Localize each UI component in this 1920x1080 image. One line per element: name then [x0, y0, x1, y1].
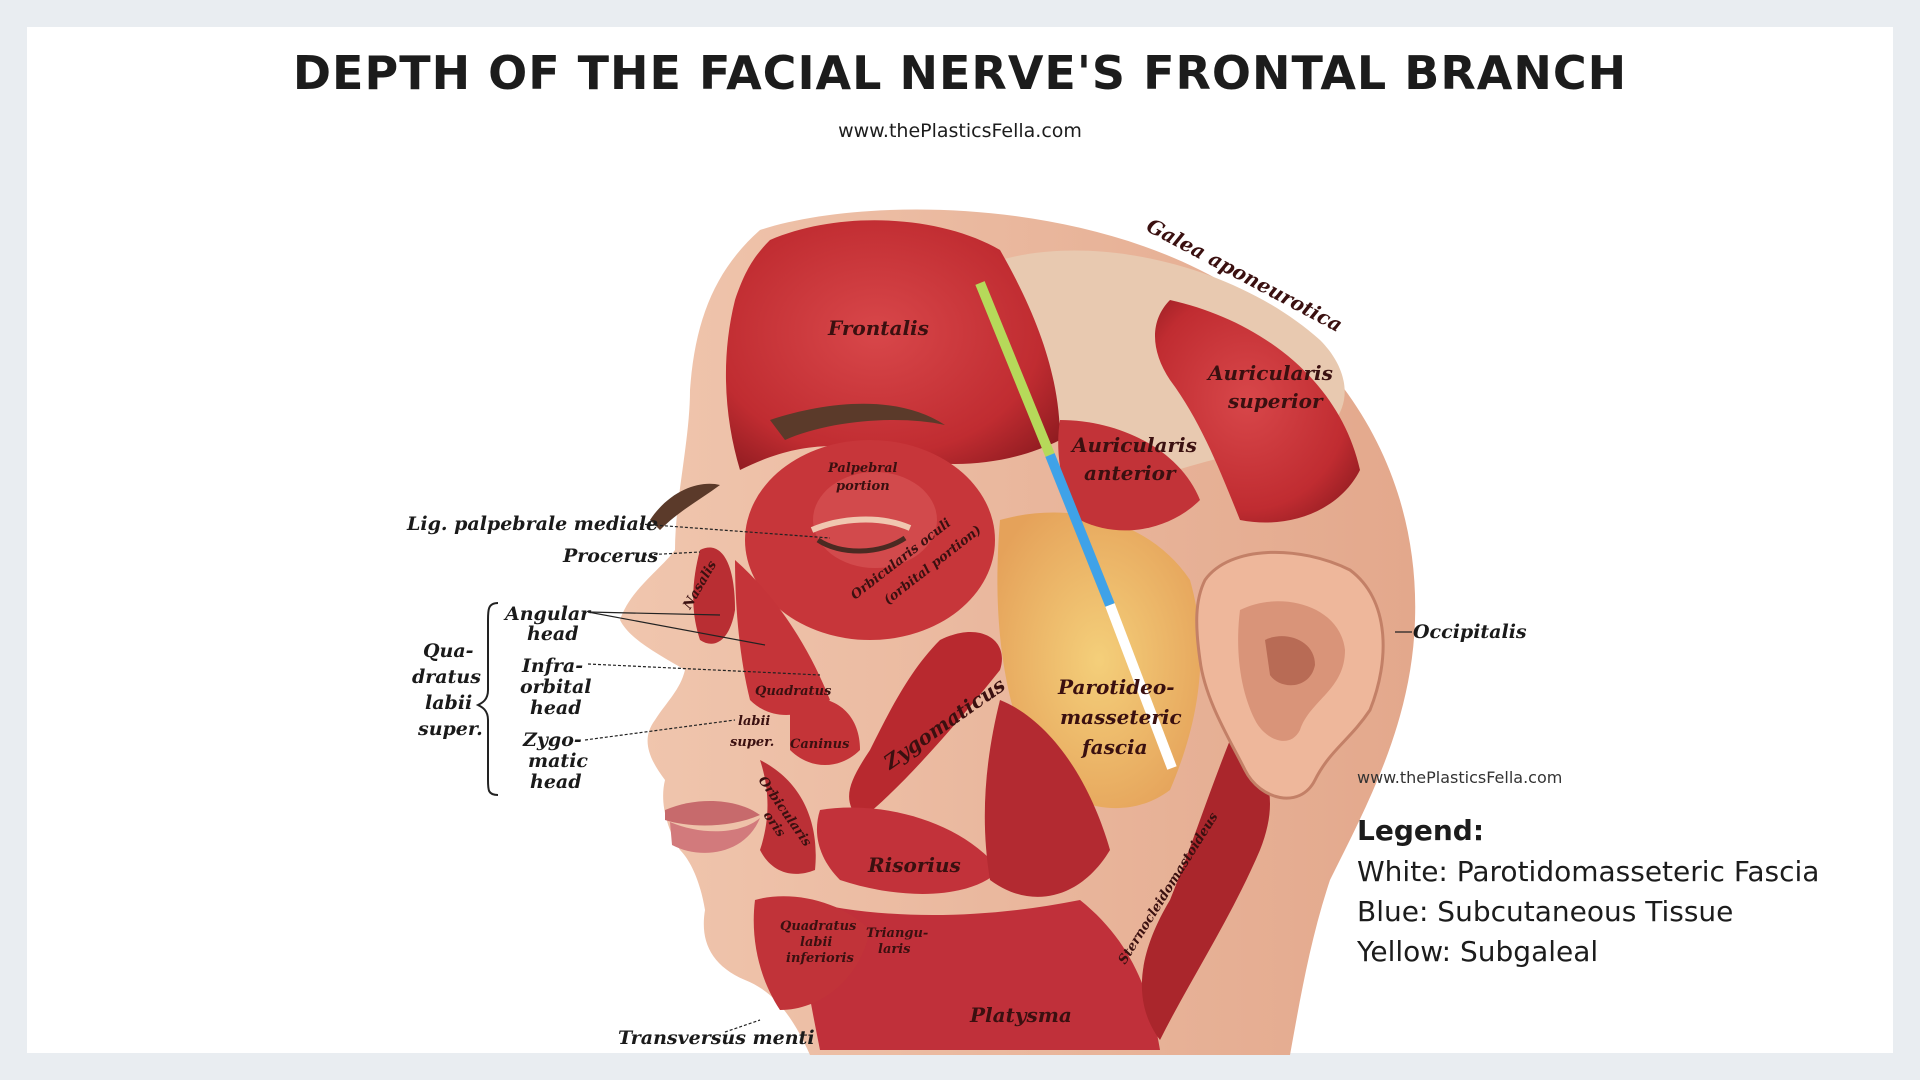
- depth-line-subgaleal: [975, 281, 1055, 457]
- label-parotideo-2: masseteric: [1060, 705, 1182, 729]
- risorius-muscle: [816, 807, 1000, 894]
- label-occipitalis: Occipitalis: [1413, 621, 1527, 643]
- label-angular-1: Angular: [503, 603, 592, 625]
- label-parotideo-1: Parotideo-: [1057, 675, 1175, 699]
- depth-line-subcutaneous: [1045, 453, 1115, 607]
- bracket: [475, 602, 499, 796]
- label-zygomatic-2: matic: [528, 750, 588, 772]
- chin-muscles: [753, 896, 870, 1010]
- label-quadratus-inf-1: Quadratus: [780, 919, 857, 934]
- label-triangularis-2: laris: [878, 942, 911, 957]
- label-infraorbital-2: orbital: [520, 676, 592, 698]
- eyebrow: [770, 403, 945, 440]
- zygomaticus-muscle: [849, 631, 1002, 820]
- label-zygomatic-3: head: [530, 771, 582, 793]
- orbicularis-oris-muscle: [760, 760, 816, 874]
- label-auricularis-anterior-1: Auricularis: [1070, 433, 1197, 457]
- label-qua-4: super.: [417, 718, 483, 740]
- label-quadratus-inf-2: labii: [800, 935, 832, 950]
- depth-line-parotidomasseteric: [1105, 603, 1177, 770]
- label-parotideo-3: fascia: [1080, 735, 1148, 759]
- website-url-right: www.thePlasticsFella.com: [1357, 768, 1563, 787]
- label-qua-1: Qua-: [423, 640, 474, 662]
- legend-title: Legend:: [1357, 814, 1485, 847]
- label-qua-3: labii: [425, 692, 472, 714]
- website-url-top: www.thePlasticsFella.com: [838, 120, 1082, 142]
- platysma-muscle: [800, 900, 1160, 1050]
- quadratus-labii-superioris: [735, 560, 830, 715]
- label-labii-2: super.: [730, 735, 774, 750]
- label-quadratus: Quadratus: [755, 684, 832, 699]
- label-auricularis-superior-2: superior: [1227, 389, 1324, 413]
- label-qua-2: dratus: [412, 666, 481, 688]
- label-platysma: Platysma: [969, 1003, 1072, 1027]
- page-title: DEPTH OF THE FACIAL NERVE'S FRONTAL BRAN…: [292, 46, 1628, 100]
- legend-item-blue: Blue: Subcutaneous Tissue: [1357, 895, 1734, 928]
- legend: Legend: White: Parotidomasseteric Fascia…: [1357, 810, 1819, 972]
- legend-item-yellow: Yellow: Subgaleal: [1357, 935, 1599, 968]
- frontalis-muscle: [725, 220, 1060, 470]
- label-caninus: Caninus: [790, 737, 850, 752]
- label-risorius: Risorius: [867, 853, 961, 877]
- label-labii-1: labii: [738, 714, 770, 729]
- label-transversus-menti: Transversus menti: [618, 1027, 815, 1049]
- label-palpebral-1: Palpebral: [827, 461, 898, 476]
- auricularis-superior-muscle: [1155, 300, 1360, 523]
- label-lig-palpebrale: Lig. palpebrale mediale: [406, 513, 658, 535]
- label-frontalis: Frontalis: [827, 316, 929, 340]
- closed-eye: [816, 535, 907, 554]
- label-quadratus-inf-3: inferioris: [786, 951, 854, 966]
- label-procerus: Procerus: [562, 545, 658, 567]
- upper-lip: [665, 800, 760, 826]
- label-triangularis-1: Triangu-: [866, 926, 928, 941]
- label-auricularis-superior-1: Auricularis: [1206, 361, 1333, 385]
- label-auricularis-anterior-2: anterior: [1084, 461, 1177, 485]
- label-infraorbital-3: head: [530, 697, 582, 719]
- label-zygomatic-1: Zygo-: [522, 729, 582, 751]
- label-angular-2: head: [527, 623, 579, 645]
- label-palpebral-2: portion: [836, 479, 890, 494]
- lower-lip: [670, 818, 760, 853]
- legend-item-white: White: Parotidomasseteric Fascia: [1357, 855, 1820, 888]
- masseter-area: [984, 700, 1110, 897]
- caninus-muscle: [790, 697, 860, 765]
- auricularis-anterior-muscle: [1058, 420, 1200, 531]
- sternocleido-muscle: [1141, 740, 1270, 1040]
- label-infraorbital-1: Infra-: [521, 655, 583, 677]
- nasalis-muscle: [693, 547, 735, 644]
